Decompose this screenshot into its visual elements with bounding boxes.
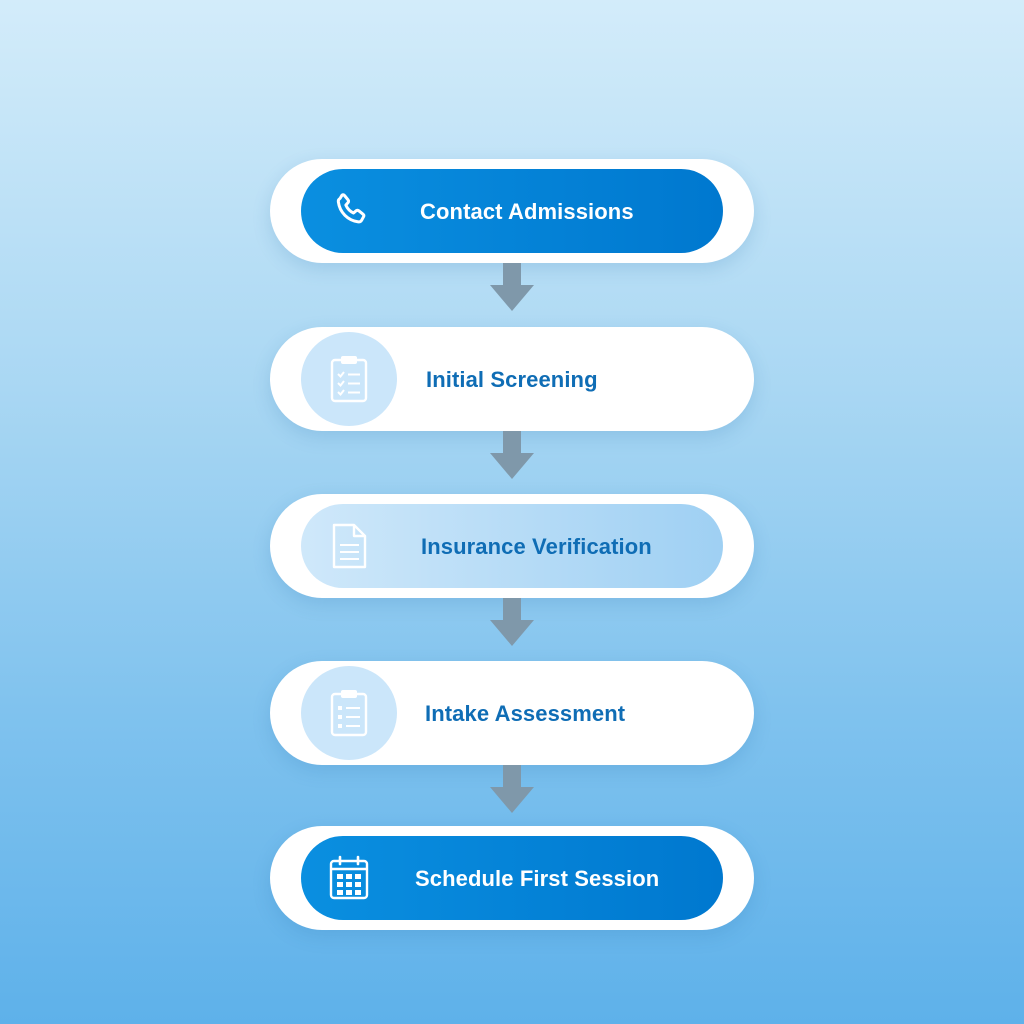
step-label: Intake Assessment (425, 701, 626, 726)
step-pill (301, 836, 723, 920)
phone-icon (329, 189, 373, 233)
down-arrow-icon (490, 598, 534, 646)
document-icon (327, 523, 371, 569)
step-pill (301, 169, 723, 253)
clipboard-list-icon (328, 688, 370, 738)
step-contact-admissions[interactable]: Contact Admissions (270, 159, 754, 263)
step-initial-screening[interactable]: Initial Screening (270, 327, 754, 431)
calendar-icon (327, 855, 371, 900)
step-insurance-verification[interactable]: Insurance Verification (270, 494, 754, 598)
down-arrow-icon (490, 263, 534, 311)
step-label: Contact Admissions (420, 199, 634, 224)
icon-circle (301, 332, 397, 426)
step-schedule-first-session[interactable]: Schedule First Session (270, 826, 754, 930)
step-label: Schedule First Session (415, 866, 660, 891)
step-label: Initial Screening (426, 367, 598, 392)
step-intake-assessment[interactable]: Intake Assessment (270, 661, 754, 765)
step-label: Insurance Verification (421, 534, 652, 559)
step-pill (301, 504, 723, 588)
icon-circle (301, 666, 397, 760)
clipboard-checklist-icon (328, 354, 370, 404)
down-arrow-icon (490, 765, 534, 813)
down-arrow-icon (490, 431, 534, 479)
